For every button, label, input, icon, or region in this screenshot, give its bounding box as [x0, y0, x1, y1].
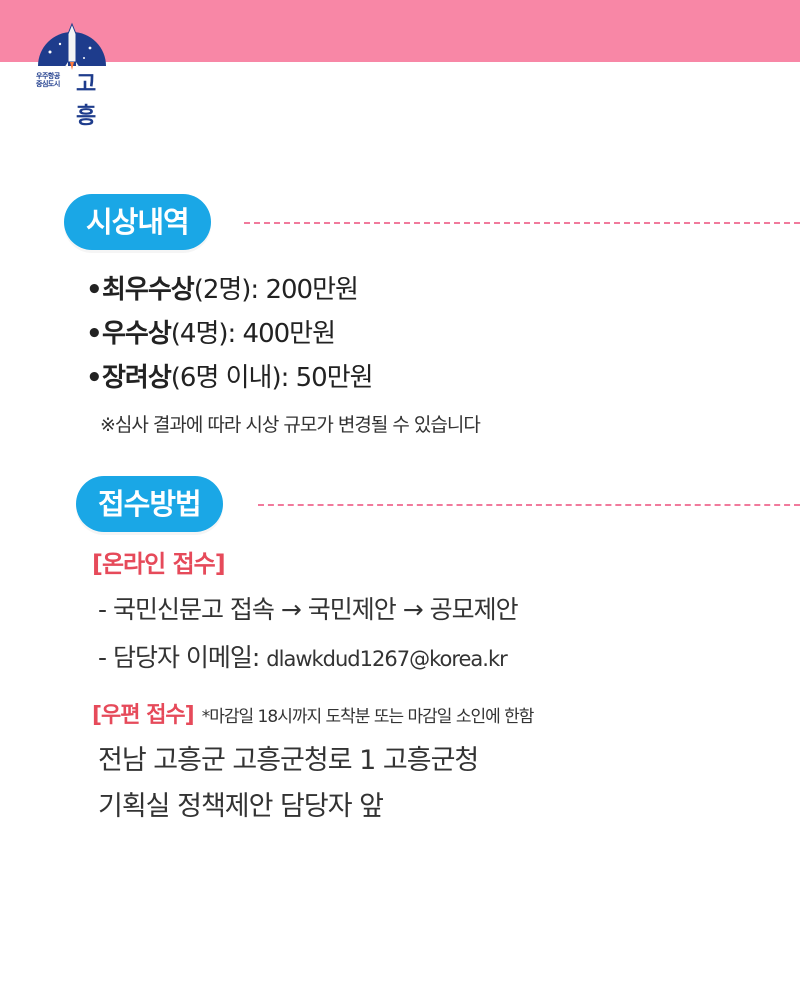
award-detail: (6명 이내): 50만원 — [170, 363, 374, 393]
bullet: • — [86, 319, 103, 349]
award-name: 우수상 — [102, 319, 172, 349]
award-detail: (2명): 200만원 — [193, 275, 359, 305]
email-address: dlawkdud1267@korea.kr — [266, 647, 507, 671]
list-item: •최우수상(2명): 200만원 — [86, 268, 373, 312]
goheung-logo: 우주항공 중심도시 고흥 — [30, 22, 114, 129]
address-line-1: 전남 고흥군 고흥군청로 1 고흥군청 — [98, 745, 479, 776]
section-divider-awards — [244, 222, 800, 224]
section-divider-method — [258, 504, 800, 506]
award-note: ※심사 결과에 따라 시상 규모가 변경될 수 있습니다 — [100, 414, 481, 436]
mail-submission-label: [우편 접수] — [92, 703, 195, 728]
online-step-line: - 국민신문고 접속 → 국민제안 → 공모제안 — [98, 595, 519, 624]
bullet: • — [86, 363, 103, 393]
mail-submission-row: [우편 접수] *마감일 18시까지 도착분 또는 마감일 소인에 한함 — [92, 697, 535, 729]
section-title-method: 접수방법 — [76, 476, 223, 532]
logo-slogan: 우주항공 중심도시 — [36, 72, 60, 88]
section-title-awards: 시상내역 — [64, 194, 211, 250]
email-label: - 담당자 이메일: — [98, 643, 267, 672]
bullet: • — [86, 275, 103, 305]
award-name: 장려상 — [102, 363, 172, 393]
award-detail: (4명): 400만원 — [170, 319, 336, 349]
address-line-2: 기획실 정책제안 담당자 앞 — [98, 791, 384, 822]
award-list: •최우수상(2명): 200만원 •우수상(4명): 400만원 •장려상(6명… — [86, 268, 374, 400]
list-item: •장려상(6명 이내): 50만원 — [86, 356, 374, 400]
mail-deadline-note: *마감일 18시까지 도착분 또는 마감일 소인에 한함 — [201, 707, 535, 727]
list-item: •우수상(4명): 400만원 — [86, 312, 373, 356]
award-name: 최우수상 — [102, 275, 195, 305]
email-line: - 담당자 이메일: dlawkdud1267@korea.kr — [98, 638, 508, 674]
rocket-logo-icon — [38, 22, 106, 70]
online-submission-label: [온라인 접수] — [92, 550, 226, 578]
top-banner — [0, 0, 800, 62]
logo-city-name: 고흥 — [76, 72, 96, 129]
